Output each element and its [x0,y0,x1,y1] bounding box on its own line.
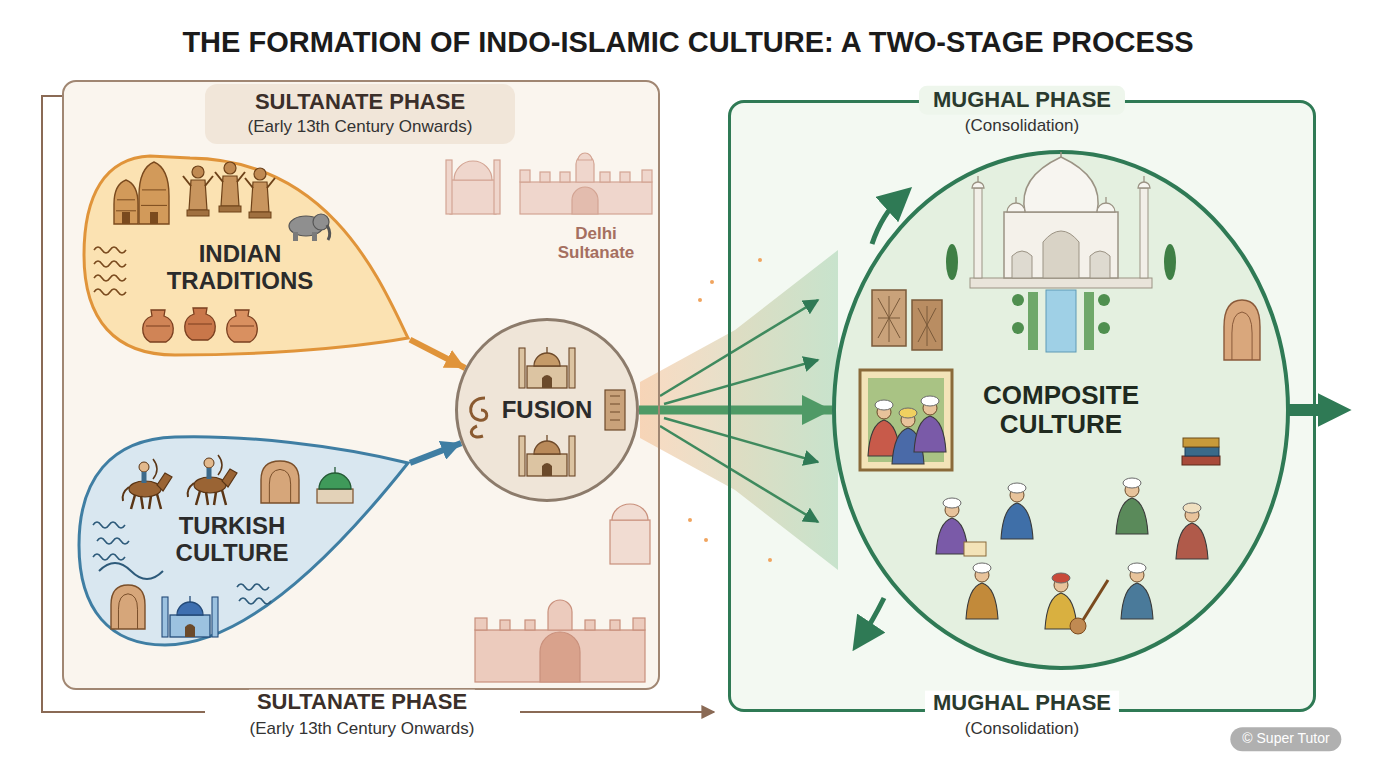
watermark: © Super Tutor [1230,727,1341,751]
lobe-label: TURKISH CULTURE [132,513,332,567]
panel-grounds [62,80,1316,712]
phase-panel: COMPOSITE CULTUREMUGHAL PHASE(Consolidat… [728,100,1316,712]
illustration [471,347,625,476]
phase-subtitle: (Consolidation) [957,719,1087,738]
flow-arrow [410,443,461,463]
flow-arrow [639,406,832,415]
circle-label: COMPOSITE CULTURE [951,381,1171,439]
tradition-lobe: TURKISH CULTURE [75,405,410,650]
phase-panel: INDIAN TRADITIONS TURKISH CULTURE FUSION SU… [62,80,660,690]
panel-heading: SULTANATE PHASE [247,90,473,115]
faint-fort-drawing [475,504,650,682]
lobe-label: INDIAN TRADITIONS [140,241,340,295]
phase-label: SULTANATE PHASE [249,690,475,715]
phase-subtitle: (Early 13th Century Onwards) [242,719,483,738]
flow-arrow [410,340,465,368]
illustration [860,152,1260,634]
illustration [93,455,353,637]
circle-label: FUSION [472,397,622,424]
panel-heading: MUGHAL PHASE [919,86,1125,115]
outer-bracket [42,96,714,712]
fusion-circle: FUSION [455,318,639,502]
composite-circle: COMPOSITE CULTURE [832,150,1290,670]
delhi-fort-drawing [446,153,652,214]
flow-fan [640,250,838,570]
panel-subheading: (Consolidation) [957,116,1087,135]
phase-label: MUGHAL PHASE [925,691,1119,716]
place-label: Delhi Sultanate [546,224,646,262]
panel-subheading: (Early 13th Century Onwards) [240,117,481,136]
tradition-lobe: INDIAN TRADITIONS [80,150,410,360]
diagram-title: THE FORMATION OF INDO-ISLAMIC CULTURE: A… [174,26,1201,58]
